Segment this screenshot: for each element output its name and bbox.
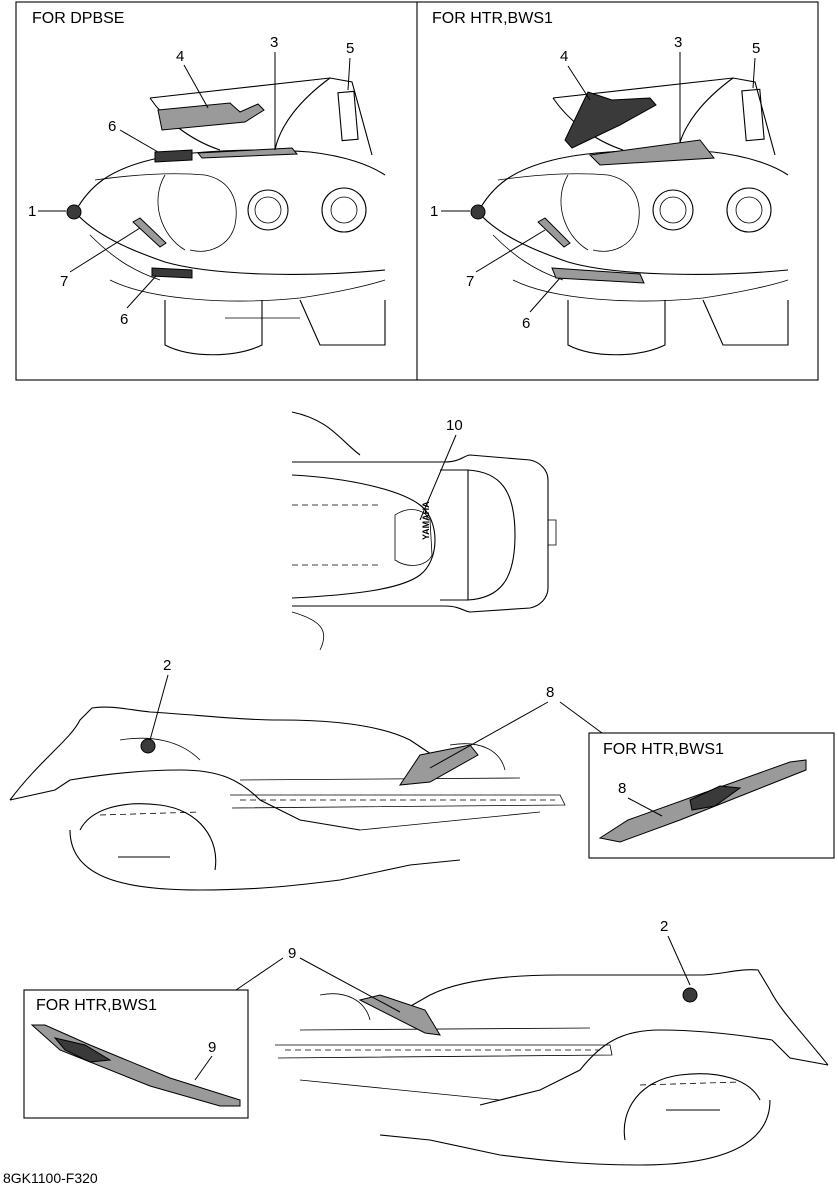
callout-1: 1 bbox=[28, 203, 36, 220]
callout-9: 9 bbox=[288, 945, 296, 962]
callout-7: 7 bbox=[60, 273, 68, 290]
callout-2-lower: 2 bbox=[660, 918, 668, 935]
caption-for-dpbse: FOR DPBSE bbox=[32, 10, 124, 27]
inset-left-box: FOR HTR,BWS1 9 bbox=[23, 989, 249, 1119]
callouts-top-right: 1 3 4 5 6 7 bbox=[430, 34, 760, 332]
callouts-top-left: 1 3 4 5 6 6 7 bbox=[28, 34, 354, 328]
caption-for-htr-bws1-top: FOR HTR,BWS1 bbox=[432, 10, 553, 27]
callout-4-right: 4 bbox=[560, 48, 568, 65]
callouts-side-right: 2 8 bbox=[149, 657, 603, 769]
callout-4: 4 bbox=[176, 48, 184, 65]
footer-code: 8GK1100-F320 bbox=[3, 1170, 98, 1186]
callout-5-right: 5 bbox=[752, 40, 760, 57]
callout-5: 5 bbox=[346, 40, 354, 57]
callout-6-lower: 6 bbox=[120, 311, 128, 328]
front-view-craft-right bbox=[470, 77, 789, 356]
caption-inset-right: FOR HTR,BWS1 bbox=[603, 741, 724, 758]
callout-7-right: 7 bbox=[466, 273, 474, 290]
callout-3: 3 bbox=[270, 34, 278, 51]
callout-2-upper: 2 bbox=[163, 657, 171, 674]
caption-inset-left: FOR HTR,BWS1 bbox=[36, 997, 157, 1014]
front-view-craft-left bbox=[66, 77, 386, 356]
callout-1-right: 1 bbox=[430, 203, 438, 220]
side-view-craft-upper bbox=[9, 706, 566, 891]
callout-10: 10 bbox=[446, 417, 463, 434]
top-panel-frame bbox=[15, 1, 819, 381]
callouts-middle: 10 bbox=[419, 417, 463, 521]
callout-8-inset: 8 bbox=[618, 780, 626, 797]
callout-8: 8 bbox=[546, 684, 554, 701]
svg-text:YAMAHA: YAMAHA bbox=[421, 501, 431, 540]
callout-9-inset: 9 bbox=[208, 1039, 216, 1056]
callout-6-upper: 6 bbox=[108, 118, 116, 135]
side-view-craft-lower bbox=[275, 969, 829, 1166]
inset-right-box: FOR HTR,BWS1 8 bbox=[588, 732, 835, 859]
top-view-rear: YAMAHA bbox=[291, 411, 557, 651]
callout-6-right: 6 bbox=[522, 315, 530, 332]
callout-3-right: 3 bbox=[674, 34, 682, 51]
callouts-side-left: 2 9 bbox=[235, 918, 691, 1013]
